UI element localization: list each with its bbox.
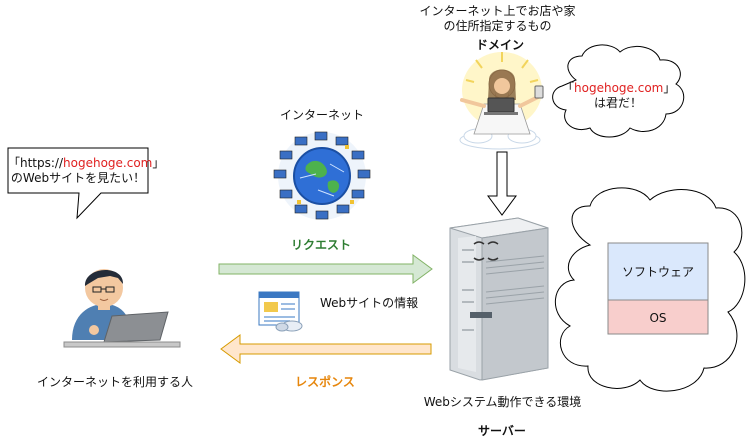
software-box [607, 242, 709, 301]
user-bubble-domain: hogehoge.com [63, 156, 153, 170]
domain-title: ドメイン [475, 38, 524, 52]
response-label: レスポンス [295, 375, 355, 389]
user-bubble-line1: 「https://hogehoge.com」 [8, 156, 164, 171]
request-label: リクエスト [290, 238, 351, 252]
bubble-bracket-close: 」 [663, 81, 676, 95]
bubble-bracket-open: 「 [562, 81, 575, 95]
internet-label: インターネット [279, 108, 364, 122]
user-label: インターネットを利用する人 [36, 375, 193, 389]
domain-description: インターネット上でお店や家 の住所指定するもの [400, 4, 595, 34]
god-bubble-line1: 「hogehoge.com」 [562, 81, 676, 96]
os-label: OS [649, 311, 667, 325]
website-info-label: Webサイトの情報 [320, 296, 419, 310]
user-bubble-suffix: 」 [152, 156, 165, 170]
server-env-label: Webシステム動作できる環境 [423, 395, 582, 409]
website-info-icon [258, 291, 303, 332]
os-box [607, 299, 709, 335]
god-bubble-text: 「hogehoge.com」 は君だ！ [562, 81, 676, 111]
user-speech-bubble [7, 147, 149, 220]
server-title: サーバー [478, 424, 526, 438]
domain-down-arrow [487, 151, 517, 216]
server-icon [449, 217, 549, 381]
user-bubble-line2: のWebサイトを見たい！ [10, 171, 146, 185]
bubble-domain-name: hogehoge.com [574, 81, 664, 95]
response-arrow [220, 334, 432, 364]
user-bubble-prefix: 「https:// [8, 156, 64, 170]
domain-description-line2: の住所指定するもの [443, 19, 552, 33]
user-bubble-text: 「https://hogehoge.com」 のWebサイトを見たい！ [8, 156, 164, 186]
domain-god-icon [459, 52, 544, 150]
request-arrow [218, 254, 433, 284]
god-cloud-bubble [552, 44, 685, 138]
internet-globe-icon [273, 131, 371, 220]
user-laptop-icon [63, 269, 181, 348]
domain-description-line1: インターネット上でお店や家 [419, 4, 576, 18]
god-bubble-line2: は君だ！ [593, 96, 642, 110]
software-label: ソフトウェア [621, 265, 694, 279]
